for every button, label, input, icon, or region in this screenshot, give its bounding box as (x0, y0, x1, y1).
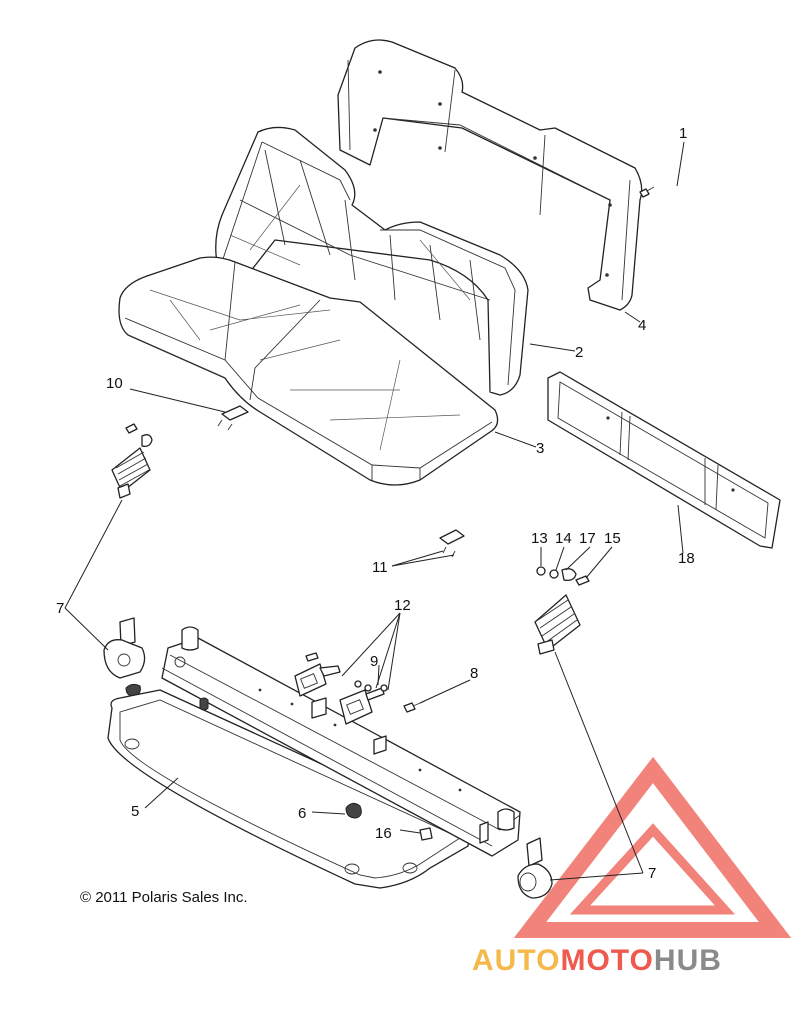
callout-7-left: 7 (56, 600, 64, 617)
seat-back-panel (337, 39, 643, 311)
seat-crossbar (161, 626, 521, 857)
screw-part (639, 186, 655, 198)
callout-11: 11 (372, 559, 388, 576)
watermark-text-hub: HUB (654, 944, 722, 977)
leader-lines (64, 141, 685, 881)
callout-14: 14 (555, 530, 572, 547)
callout-18: 18 (678, 550, 695, 567)
callout-16: 16 (375, 825, 392, 842)
svg-text:AUTOMOTOHUB: AUTOMOTOHUB (472, 944, 722, 977)
callout-1: 1 (679, 125, 687, 142)
callout-labels: 1 2 3 4 5 6 7 7 8 9 10 11 12 13 14 17 15… (56, 125, 695, 882)
callout-8: 8 (470, 665, 478, 682)
watermark-logo: AUTOMOTOHUB (472, 944, 722, 977)
callout-13: 13 (531, 530, 548, 547)
callout-7-right: 7 (648, 865, 656, 882)
nut-6 (345, 802, 362, 819)
callout-10: 10 (106, 375, 123, 392)
callout-6: 6 (298, 805, 306, 822)
callout-15: 15 (604, 530, 621, 547)
latch-left (103, 617, 146, 697)
seat-belt-buckles (294, 652, 388, 725)
seat-bottom-cushion (118, 256, 499, 486)
callout-3: 3 (536, 440, 544, 457)
hinge-clip-11 (439, 529, 465, 558)
watermark-triangle (513, 756, 792, 938)
callout-12: 12 (394, 597, 411, 614)
spring-right (534, 566, 590, 655)
callout-2: 2 (575, 344, 583, 361)
spring-left (111, 423, 153, 499)
seat-back-cushion (215, 126, 529, 396)
callout-4: 4 (638, 317, 646, 334)
hinge-clip-10 (217, 405, 249, 431)
callout-5: 5 (131, 803, 139, 820)
latch-right (517, 837, 553, 899)
under-seat-panel (547, 371, 781, 549)
seat-base-frame (107, 689, 471, 889)
callout-9: 9 (370, 653, 378, 670)
copyright-text: © 2011 Polaris Sales Inc. (80, 889, 248, 906)
callout-17: 17 (579, 530, 596, 547)
spacer-16 (419, 827, 433, 841)
watermark-text-moto: MOTO (560, 944, 653, 977)
watermark-text-auto: AUTO (472, 944, 560, 977)
